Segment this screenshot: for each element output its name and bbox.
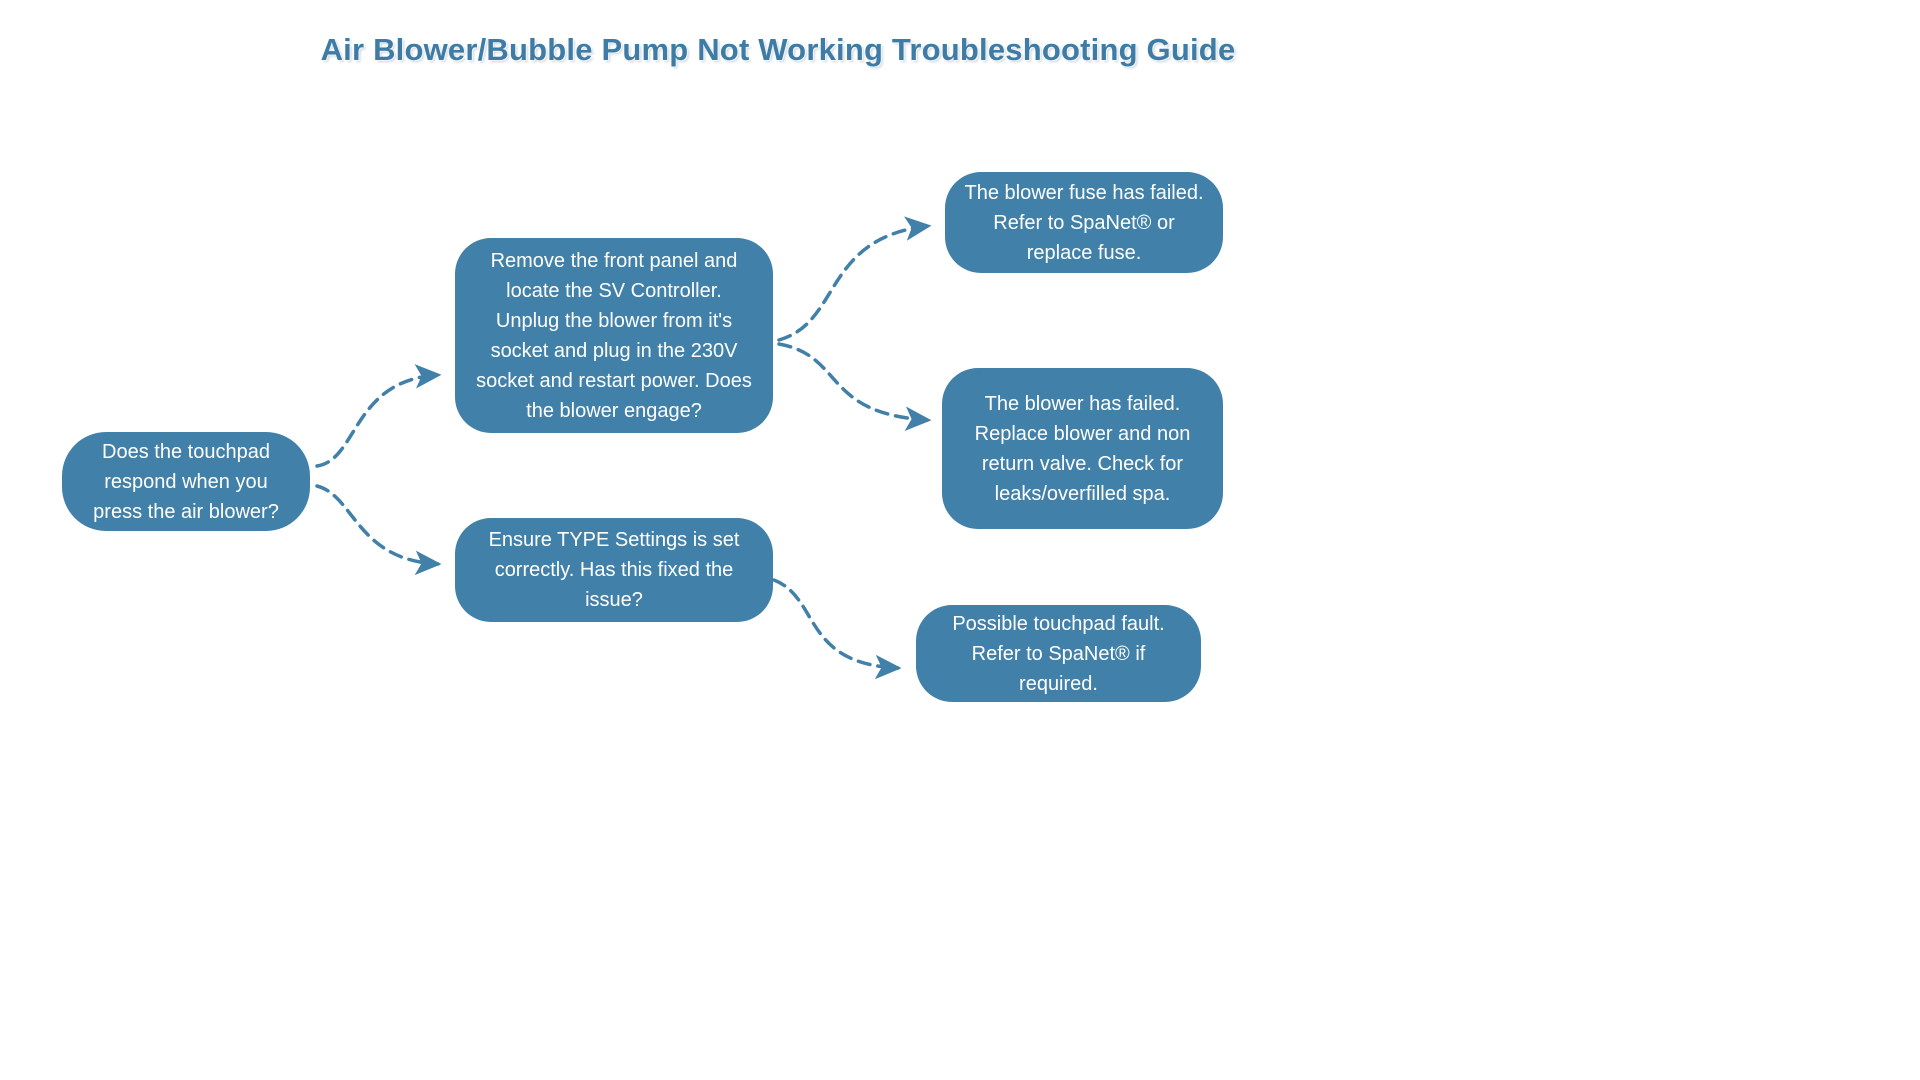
node-blower-fuse-failed: The blower fuse has failed. Refer to Spa… (945, 172, 1223, 273)
connector-start-to-sv-test (315, 364, 442, 468)
node-blower-failed: The blower has failed. Replace blower an… (942, 368, 1223, 529)
node-start-touchpad-question: Does the touchpad respond when you press… (62, 432, 310, 531)
connector-sv-test-to-blower-failed (777, 342, 932, 431)
node-touchpad-fault: Possible touchpad fault. Refer to SpaNet… (916, 605, 1201, 702)
node-type-settings-check: Ensure TYPE Settings is set correctly. H… (455, 518, 773, 622)
connector-start-to-type-settings (315, 484, 442, 576)
diagram-title: Air Blower/Bubble Pump Not Working Troub… (320, 32, 1236, 67)
connector-sv-test-to-fuse-failed (777, 216, 932, 342)
node-sv-controller-test: Remove the front panel and locate the SV… (455, 238, 773, 433)
connector-type-settings-to-touchpad-fault (772, 578, 902, 680)
